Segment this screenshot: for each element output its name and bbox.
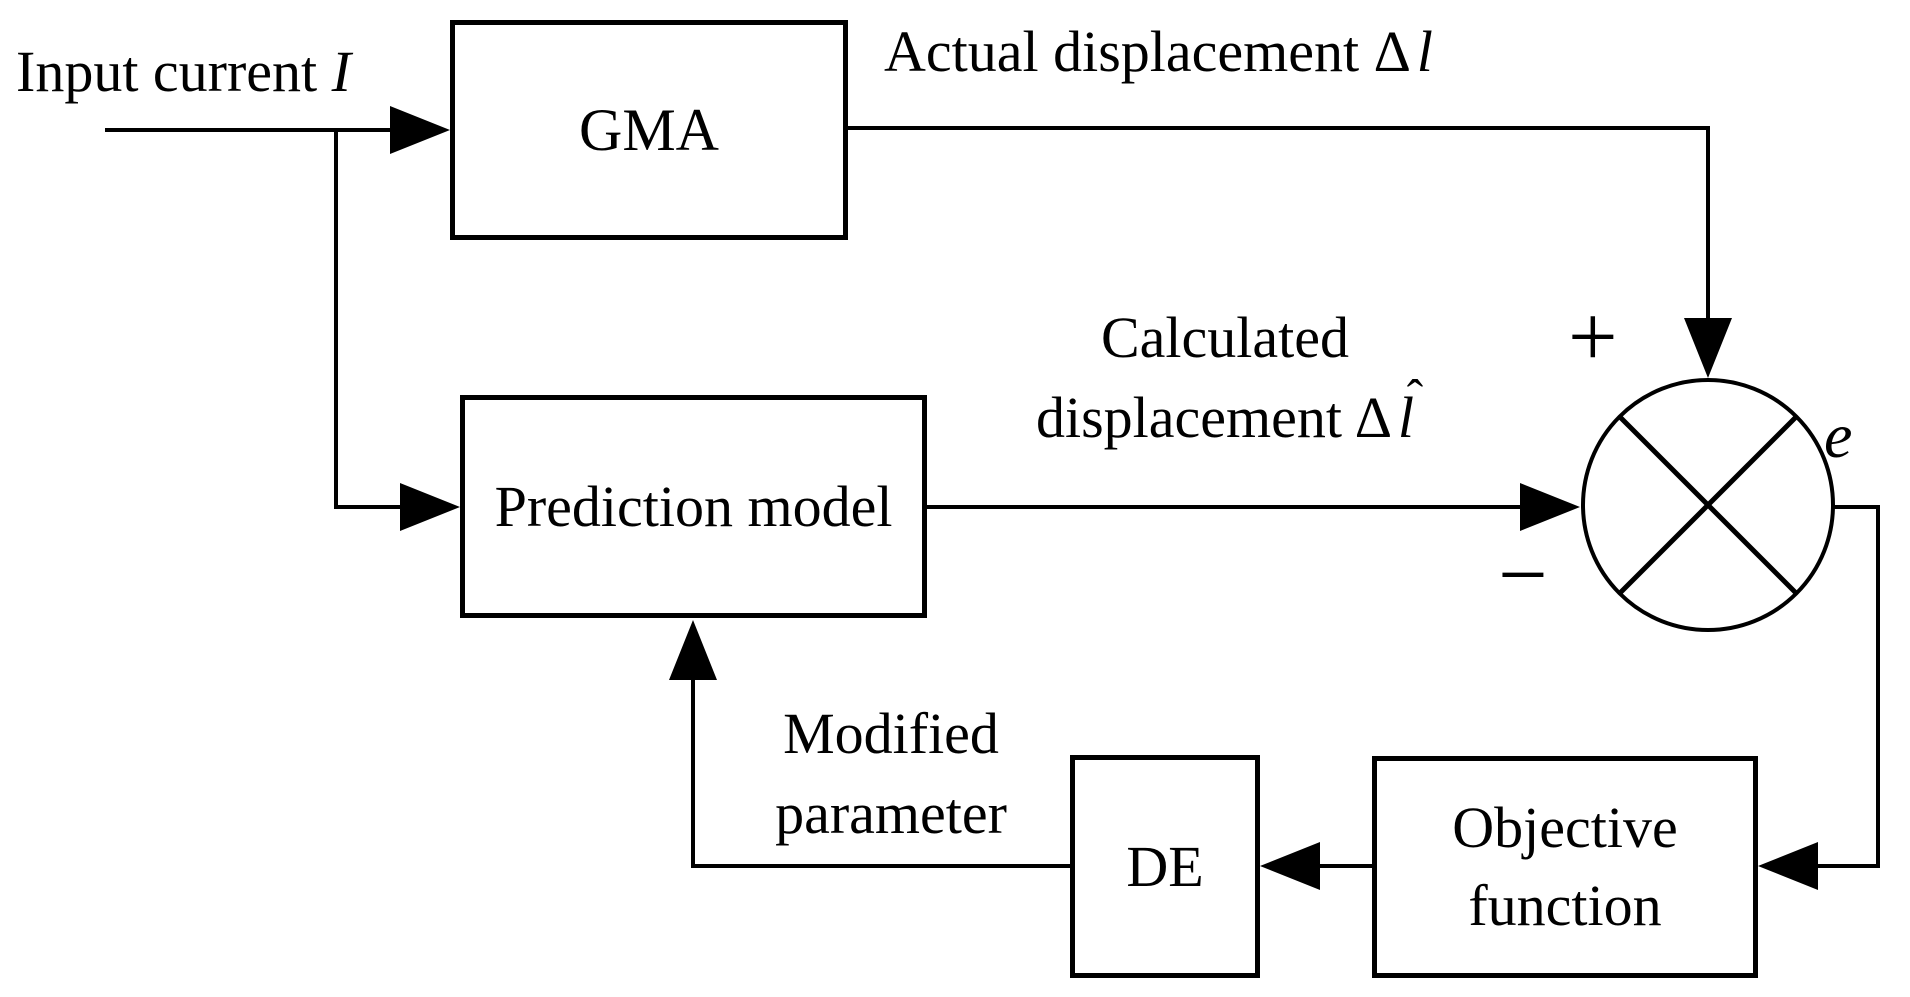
connector-de-to-prediction [691, 678, 1070, 868]
arrowhead-into-prediction-bottom [669, 620, 717, 680]
block-prediction-model: Prediction model [460, 395, 927, 618]
connector-summing-to-objective [1816, 505, 1880, 868]
connector-input-branch-to-prediction [334, 130, 402, 509]
block-de: DE [1070, 755, 1260, 978]
label-calculated-line2-text: displacement [1036, 385, 1343, 450]
symbol-actual-l: l [1416, 19, 1433, 84]
arrowhead-into-de [1260, 842, 1320, 890]
block-gma-label: GMA [578, 97, 719, 163]
arrowhead-into-summing-left [1520, 483, 1580, 531]
label-input-current-text: Input current [16, 39, 332, 104]
block-gma: GMA [450, 20, 848, 240]
label-calculated-line1: Calculated [1100, 305, 1349, 370]
symbol-calculated-l: l [1397, 385, 1414, 450]
symbol-input-current-I: I [331, 39, 351, 104]
label-error-e: e [1824, 400, 1853, 471]
label-actual-displacement: Actual displacement Δl [884, 12, 1433, 92]
block-de-label: DE [1126, 833, 1204, 899]
block-prediction-model-label: Prediction model [494, 473, 893, 539]
arrowhead-into-summing-top [1684, 318, 1732, 378]
block-objective-function: Objective function [1372, 756, 1758, 978]
arrowhead-into-objective [1758, 842, 1818, 890]
block-objective-function-label: Objective function [1452, 795, 1678, 938]
symbol-calculated-delta: Δ [1354, 385, 1393, 450]
hat-accent: ˆ [1406, 370, 1424, 426]
summing-junction-cross-line-2 [1618, 415, 1798, 595]
summing-minus-sign: − [1498, 527, 1548, 624]
connector-gma-to-summing [848, 126, 1710, 322]
label-actual-displacement-text: Actual displacement [884, 19, 1374, 84]
arrowhead-into-gma [390, 106, 450, 154]
label-input-current: Input current I [16, 32, 351, 112]
arrowhead-into-prediction-left [400, 483, 460, 531]
summing-plus-sign: + [1568, 289, 1618, 386]
label-modified-parameter: Modified parameter [775, 701, 1007, 846]
symbol-actual-delta: Δ [1373, 19, 1411, 84]
summing-junction [1581, 378, 1835, 632]
